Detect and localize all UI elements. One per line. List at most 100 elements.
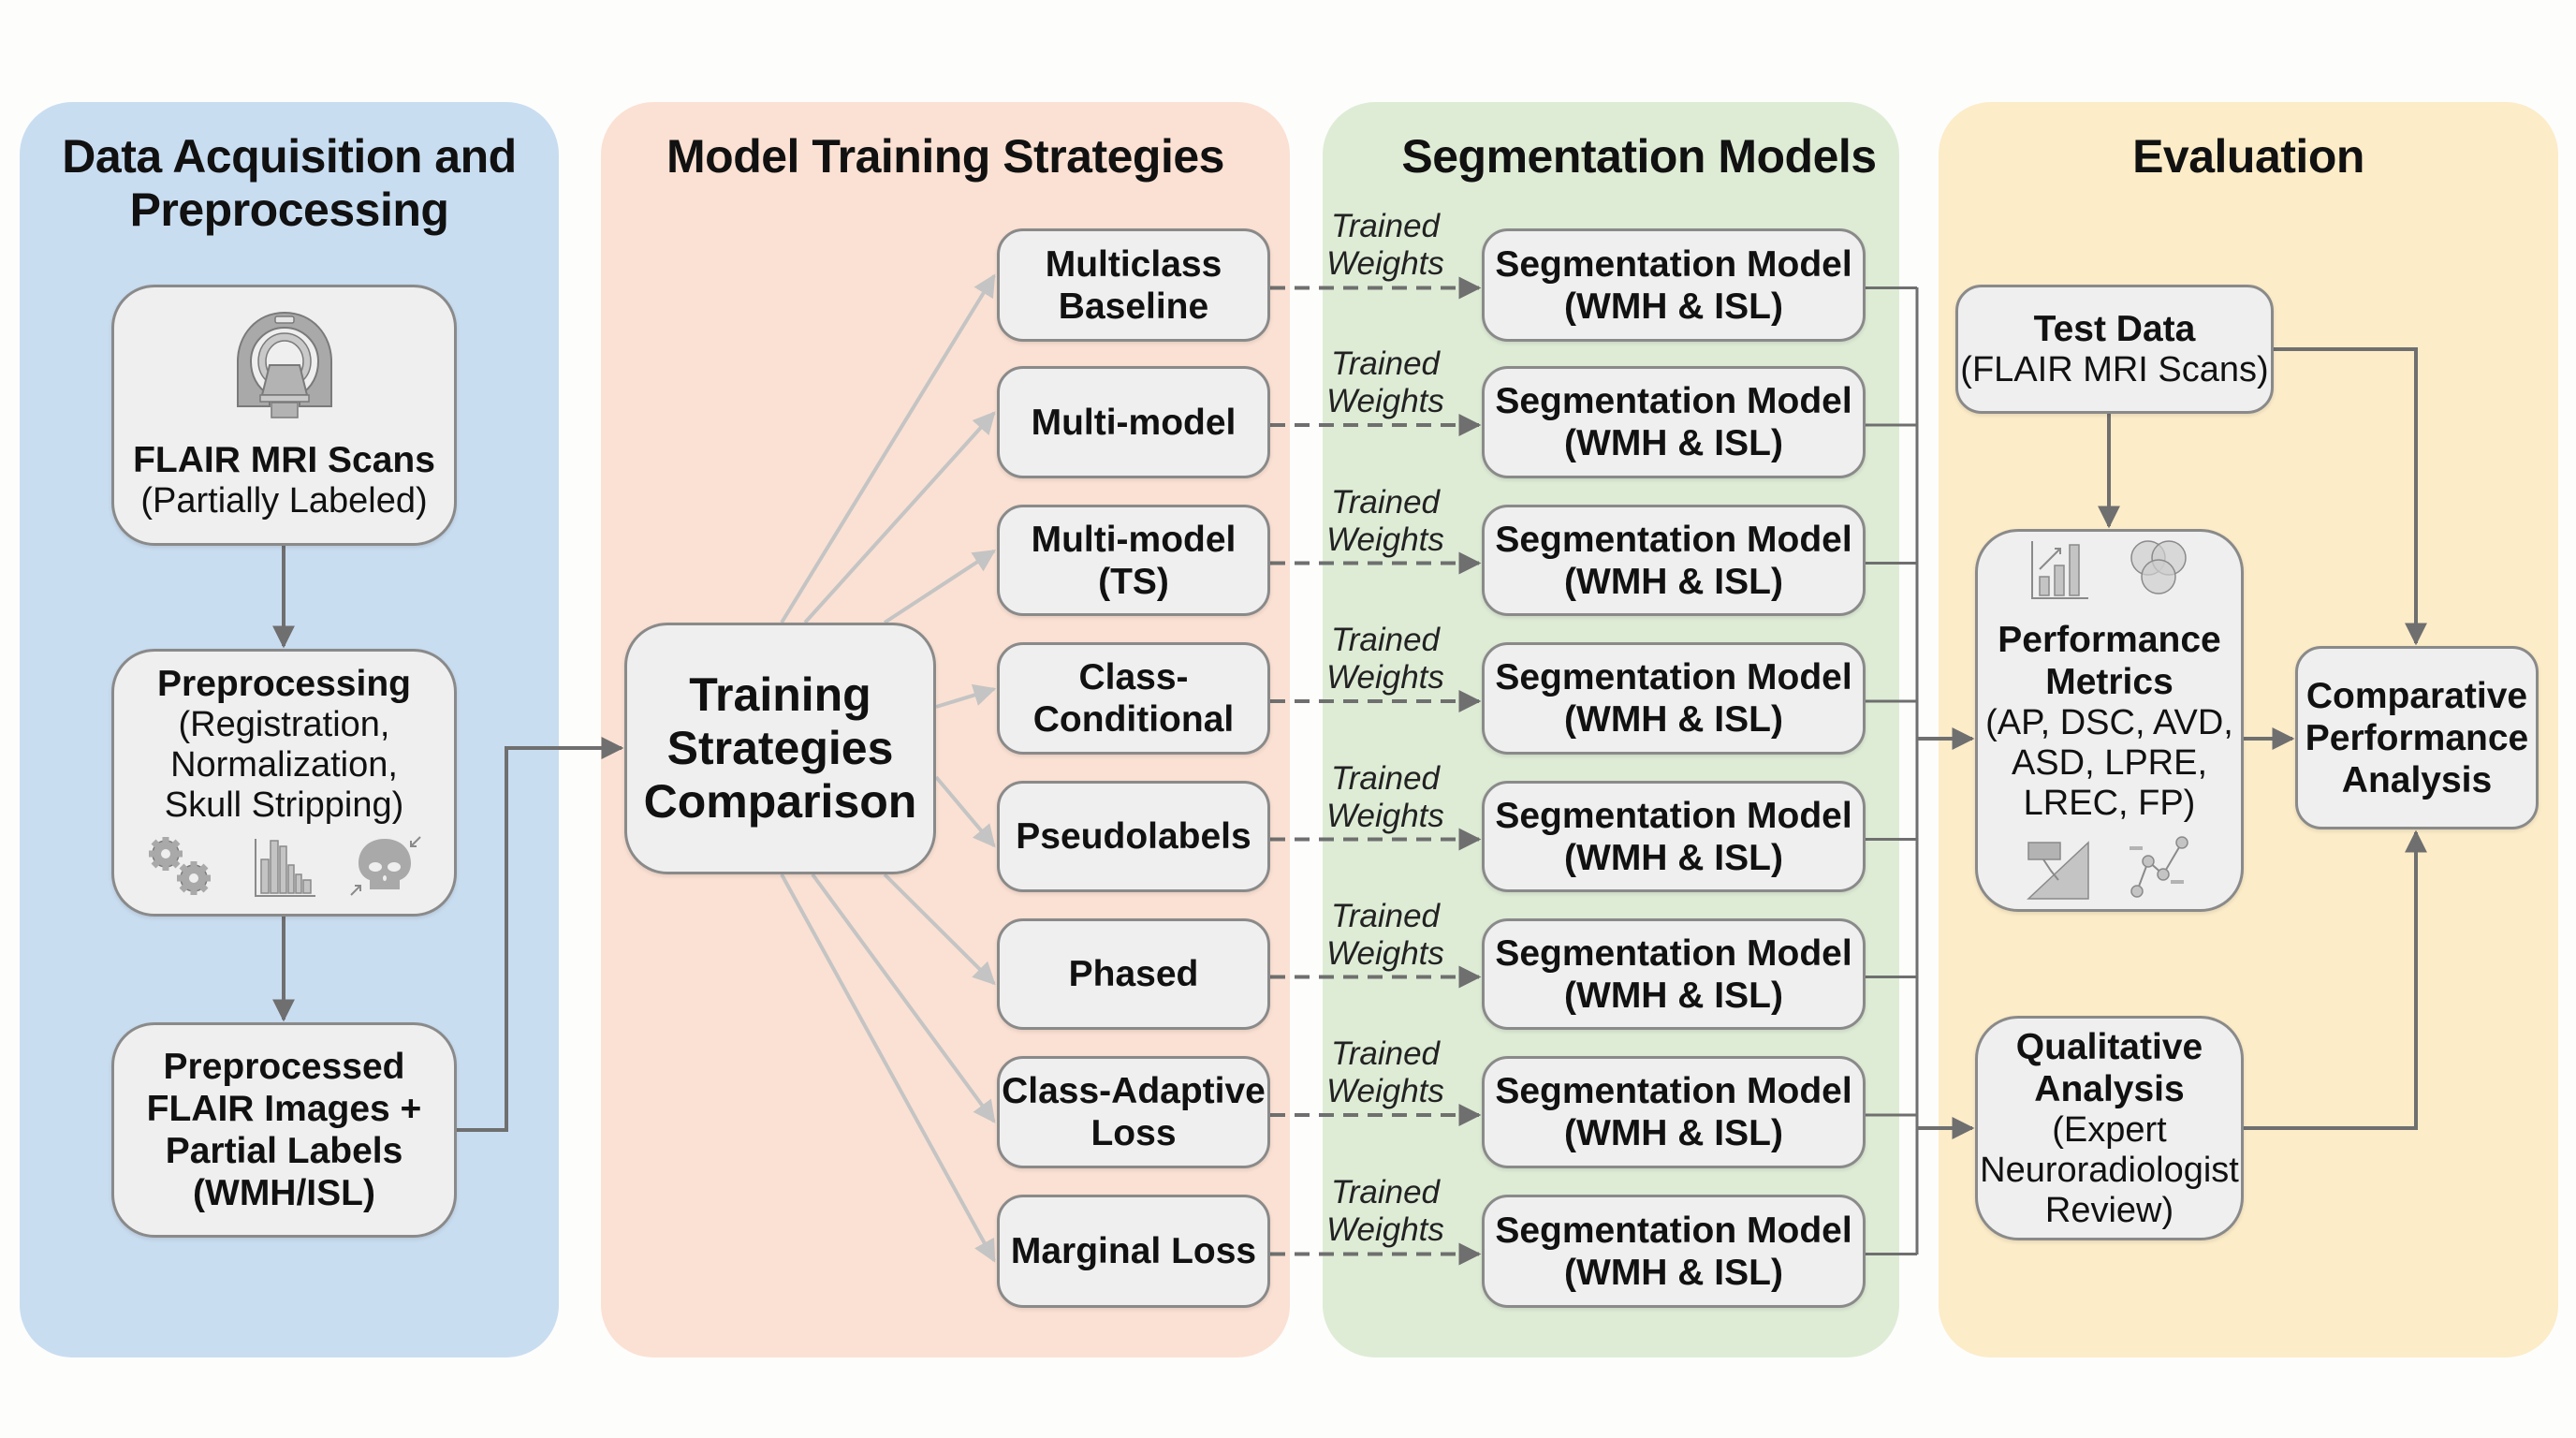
panel-title-line: Preprocessing [129,183,449,236]
trained-weights-text: Trained [1330,1174,1441,1211]
strategy-label-line: Pseudolabels [1016,816,1251,857]
strategy-label-line: Multi-model [1031,402,1237,443]
panel-title-data: Data Acquisition and Preprocessing [20,130,559,237]
segmentation-model-box[interactable]: Segmentation Model(WMH & ISL) [1482,1195,1866,1308]
arrow-comparison-to-strategy [883,873,996,986]
histogram-icon [252,837,317,903]
strategy-box[interactable]: Multi-model(TS) [997,505,1270,616]
segmentation-model-subtitle: (WMH & ISL) [1564,1252,1783,1293]
comparative-line: Performance [2305,717,2529,758]
segmentation-model-box[interactable]: Segmentation Model(WMH & ISL) [1482,505,1866,616]
segmentation-model-title: Segmentation Model [1495,381,1852,421]
flair-mri-scans-box[interactable]: FLAIR MRI Scans (Partially Labeled) [111,285,457,546]
panel-title-evaluation: Evaluation [2132,130,2364,183]
preprocessed-images-box[interactable]: Preprocessed FLAIR Images + Partial Labe… [111,1022,457,1238]
segmentation-model-box[interactable]: Segmentation Model(WMH & ISL) [1482,781,1866,892]
trained-weights-text: Weights [1326,1211,1444,1248]
test-data-subtitle: (FLAIR MRI Scans) [1960,350,2269,389]
qualitative-sub-line: Neuroradiologist [1980,1150,2239,1190]
comparison-line: Strategies [666,722,894,774]
comparison-line: Training [689,668,871,721]
panel-title-line: Data Acquisition and [62,130,517,183]
strategy-label-line: Baseline [1058,286,1209,327]
test-data-title: Test Data [2033,309,2196,349]
trained-weights-text: Weights [1326,383,1444,419]
mri-scanner-icon [234,309,335,428]
trained-weights-text: Weights [1326,935,1444,972]
trained-weights-text: Weights [1326,659,1444,696]
strategy-label-line: Class-Adaptive [1002,1071,1266,1111]
arrow-test-to-comparative [2274,347,2427,646]
arrow-comparison-to-strategy [811,873,996,1123]
segmentation-model-title: Segmentation Model [1495,657,1852,697]
segmentation-model-subtitle: (WMH & ISL) [1564,1113,1783,1153]
preprocessing-box[interactable]: Preprocessing (Registration, Normalizati… [111,649,457,917]
strategy-box[interactable]: Marginal Loss [997,1195,1270,1308]
trained-weights-text: Weights [1326,798,1444,834]
gears-icon [145,833,220,903]
performance-title-line: Metrics [2045,662,2174,702]
arrow-comparison-to-strategy [883,549,997,624]
trained-weights-text: Trained [1330,345,1441,382]
segmentation-model-box[interactable]: Segmentation Model(WMH & ISL) [1482,228,1866,342]
segmentation-model-subtitle: (WMH & ISL) [1564,837,1783,878]
line-graph-icon [2128,835,2193,905]
arrow-comparison-to-strategy [935,683,997,709]
comparative-line: Analysis [2341,759,2493,800]
surface-distance-icon [2026,839,2092,905]
trained-weights-text: Trained [1330,208,1441,244]
comparative-analysis-box[interactable]: Comparative Performance Analysis [2295,646,2539,829]
test-data-box[interactable]: Test Data (FLAIR MRI Scans) [1955,285,2274,414]
strategy-box[interactable]: Multi-model [997,366,1270,478]
segmentation-model-subtitle: (WMH & ISL) [1564,286,1783,327]
panel-title-training: Model Training Strategies [666,130,1224,183]
segmentation-model-subtitle: (WMH & ISL) [1564,699,1783,740]
qualitative-analysis-box[interactable]: Qualitative Analysis (Expert Neuroradiol… [1975,1016,2244,1240]
strategy-box[interactable]: Phased [997,918,1270,1030]
metrics-line: ASD, LPRE, [2011,743,2208,783]
metrics-line: LREC, FP) [2023,784,2196,823]
segmentation-model-title: Segmentation Model [1495,1071,1852,1111]
segmentation-model-title: Segmentation Model [1495,1210,1852,1251]
venn-diagram-icon [2126,536,2191,606]
segmentation-model-box[interactable]: Segmentation Model(WMH & ISL) [1482,366,1866,478]
qualitative-sub-line: Review) [2044,1190,2174,1230]
performance-metrics-box[interactable]: Performance Metrics (AP, DSC, AVD, ASD, … [1975,529,2244,912]
performance-title-line: Performance [1998,620,2221,660]
qualitative-sub-line: (Expert [2052,1109,2167,1150]
skull-icon [349,833,424,903]
strategy-box[interactable]: Pseudolabels [997,781,1270,892]
metrics-line: (AP, DSC, AVD, [1985,703,2233,742]
segmentation-model-subtitle: (WMH & ISL) [1564,975,1783,1016]
preprocessing-line: Normalization, [170,745,398,785]
preprocessed-line: Preprocessed [163,1047,405,1087]
segmentation-model-title: Segmentation Model [1495,932,1852,974]
trained-weights-text: Weights [1326,1073,1444,1109]
preprocessing-line: Skull Stripping) [164,785,404,825]
trained-weights-text: Weights [1326,521,1444,558]
segmentation-model-title: Segmentation Model [1495,795,1852,836]
qualitative-title-line: Analysis [2034,1068,2185,1109]
segmentation-model-box[interactable]: Segmentation Model(WMH & ISL) [1482,918,1866,1030]
segmentation-model-subtitle: (WMH & ISL) [1564,561,1783,602]
comparative-line: Comparative [2305,675,2528,716]
flair-subtitle: (Partially Labeled) [140,481,428,521]
arrow-comparison-to-strategy [934,775,996,848]
segmentation-model-box[interactable]: Segmentation Model(WMH & ISL) [1482,642,1866,755]
segmentation-model-box[interactable]: Segmentation Model(WMH & ISL) [1482,1056,1866,1168]
trained-weights-text: Trained [1330,484,1441,521]
preprocessing-title: Preprocessing [157,664,411,704]
training-strategies-comparison-box[interactable]: Training Strategies Comparison [624,623,936,874]
comparison-line: Comparison [643,775,917,828]
strategy-box[interactable]: Class-Conditional [997,642,1270,755]
